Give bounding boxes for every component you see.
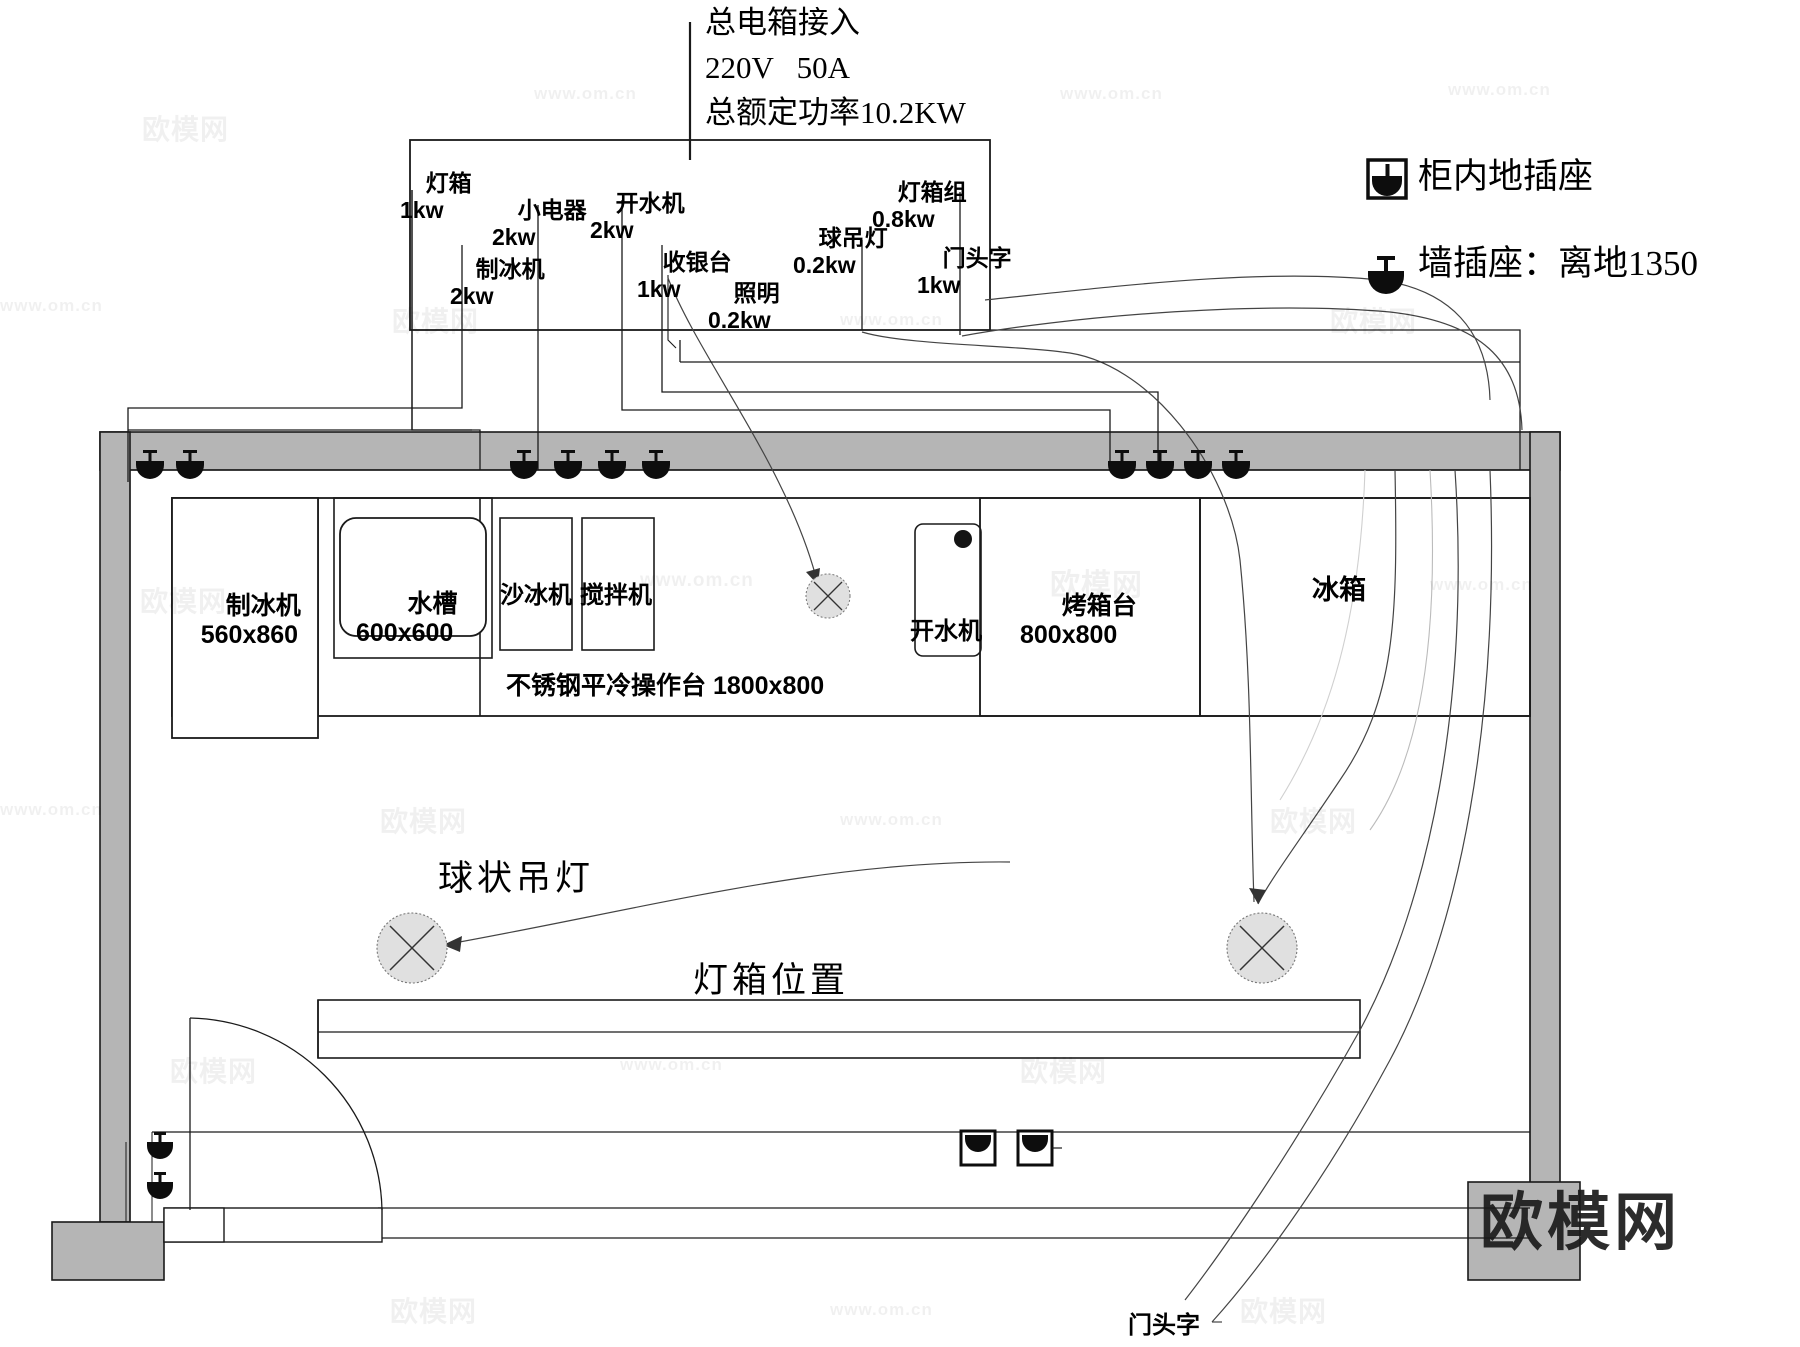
watermark: www.om.cn: [1430, 575, 1533, 594]
annotation-signage-text: 门头字: [1128, 1312, 1200, 1339]
wall-socket-group-middle: [510, 450, 670, 479]
watermark: www.om.cn: [1060, 84, 1163, 103]
equipment-label-fridge: 冰箱: [1312, 575, 1366, 605]
watermark: www.om.cn: [620, 1055, 723, 1074]
watermark: www.om.cn: [840, 810, 943, 829]
watermark: 欧模网: [1020, 1056, 1108, 1087]
equipment-label-sand-ice-machine: 沙冰机: [500, 582, 572, 609]
floor-socket-group-bottom: [959, 1129, 1062, 1167]
legend-wall-socket-label: 墙插座：离地1350: [1418, 244, 1699, 283]
equipment-label-water-boiler: 开水机: [910, 618, 982, 645]
annotation-lightbox-position: 灯箱位置: [693, 961, 850, 1000]
equipment-label-blender: 搅拌机: [580, 582, 652, 609]
watermark: www.om.cn: [0, 296, 103, 315]
watermark: www.om.cn: [534, 84, 637, 103]
watermark: 欧模网: [140, 586, 228, 617]
brand-watermark: 欧模网: [1480, 1188, 1681, 1258]
watermark: 欧模网: [390, 1296, 478, 1327]
legend-floor-socket-symbol: [1366, 158, 1408, 200]
watermark: 欧模网: [1330, 306, 1418, 337]
watermark: www.om.cn: [830, 1300, 933, 1319]
watermark: 欧模网: [1270, 806, 1358, 837]
watermark: www.om.cn: [0, 800, 103, 819]
watermark: 欧模网: [1050, 569, 1143, 602]
wall-socket-group-left: [136, 450, 204, 479]
wall-socket-group-left-wall: [147, 1132, 173, 1199]
legend-floor-socket-label: 柜内地插座: [1418, 157, 1594, 196]
main-panel-voltage-current: 220V 50A: [705, 50, 850, 85]
watermark: 欧模网: [380, 806, 468, 837]
watermark: 欧模网: [142, 114, 230, 145]
watermark: 欧模网: [170, 1056, 258, 1087]
watermark: 欧模网: [1240, 1296, 1328, 1327]
main-panel-total-power: 总额定功率10.2KW: [705, 95, 966, 130]
equipment-label-prep-counter: 不锈钢平冷操作台 1800x800: [506, 672, 825, 700]
watermark: 欧模网: [392, 306, 480, 337]
watermark: www.om.cn: [640, 570, 754, 591]
watermark: www.om.cn: [840, 310, 943, 329]
main-panel-title-line1: 总电箱接入: [705, 5, 860, 40]
watermark: www.om.cn: [1448, 80, 1551, 99]
annotation-ball-pendant: 球状吊灯: [438, 859, 595, 898]
legend-wall-socket-symbol: [1368, 256, 1404, 294]
wall-socket-group-right: [1108, 450, 1250, 479]
